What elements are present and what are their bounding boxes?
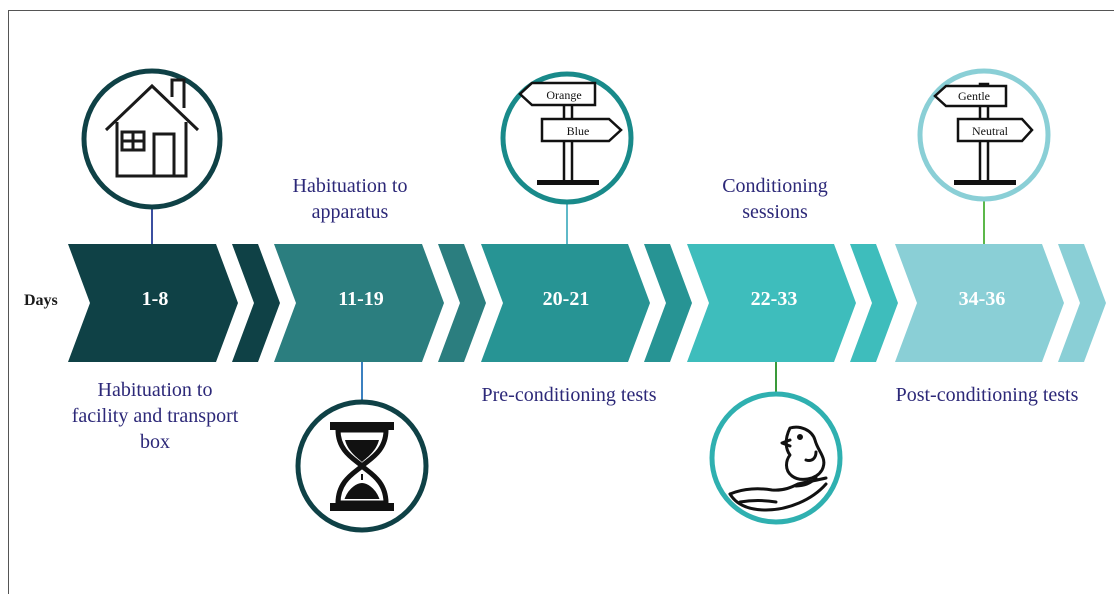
stage-range: 20-21 bbox=[542, 288, 590, 310]
house-icon bbox=[81, 68, 223, 210]
stage-chevron bbox=[68, 244, 238, 362]
figure-frame bbox=[8, 10, 1114, 594]
gap-chevron bbox=[1058, 244, 1106, 362]
days-axis-label: Days bbox=[24, 292, 58, 309]
sign-text-gentle: Gentle bbox=[958, 89, 990, 103]
stage-range: 11-19 bbox=[338, 288, 384, 310]
hourglass-icon bbox=[295, 399, 429, 533]
gap-chevron bbox=[438, 244, 486, 362]
stage-caption: Post-conditioning tests bbox=[895, 384, 1079, 406]
stage-chevron bbox=[895, 244, 1064, 362]
stage-caption: Pre-conditioning tests bbox=[481, 384, 657, 406]
stage-range: 34-36 bbox=[958, 288, 1006, 310]
timeline-chevrons bbox=[68, 244, 1106, 362]
signpost-icon bbox=[917, 68, 1051, 202]
sign-text-orange: Orange bbox=[546, 88, 581, 102]
stage-caption: Conditioning sessions bbox=[722, 175, 828, 223]
stage-range: 22-33 bbox=[750, 288, 798, 310]
stage-chevron bbox=[687, 244, 856, 362]
sign-text-blue: Blue bbox=[567, 124, 590, 138]
gap-chevron bbox=[850, 244, 898, 362]
stage-chevron bbox=[481, 244, 650, 362]
gap-chevron bbox=[644, 244, 692, 362]
stage-range: 1-8 bbox=[141, 288, 169, 310]
gap-chevron bbox=[232, 244, 280, 362]
hand-chick-icon bbox=[709, 391, 843, 525]
stage-chevron bbox=[274, 244, 444, 362]
sign-text-neutral: Neutral bbox=[972, 124, 1009, 138]
signpost-icon bbox=[500, 71, 634, 205]
stage-caption: Habituation to apparatus bbox=[292, 175, 408, 223]
stage-caption: Habituation to facility and transport bo… bbox=[71, 379, 239, 453]
